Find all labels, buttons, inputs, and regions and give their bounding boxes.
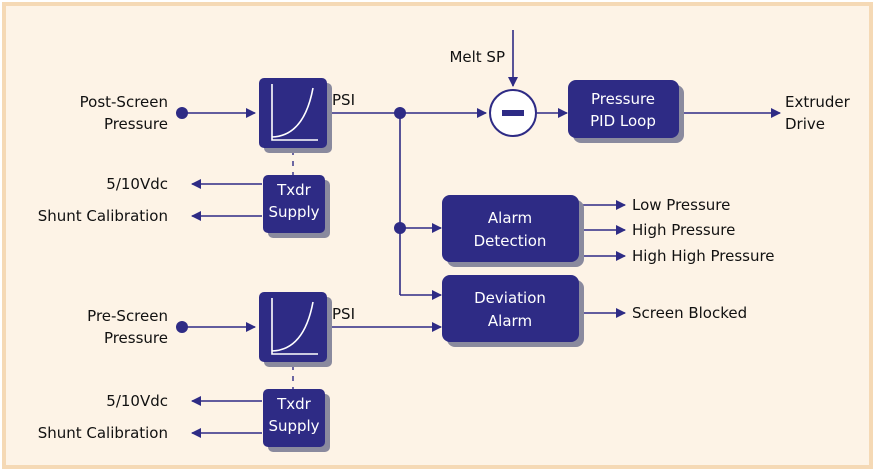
post-screen-label-1: Post-Screen bbox=[80, 93, 168, 111]
diagram-frame bbox=[2, 2, 873, 469]
deviation-label-2: Alarm bbox=[488, 312, 532, 330]
pid-label-2: PID Loop bbox=[590, 112, 656, 130]
post-screen-sensor-block bbox=[259, 78, 327, 148]
pre-screen-sensor-block bbox=[259, 292, 327, 362]
deviation-alarm-block: Deviation Alarm bbox=[442, 275, 579, 342]
alarm-label-2: Detection bbox=[474, 232, 547, 250]
low-pressure-label: Low Pressure bbox=[632, 196, 730, 214]
txdr-supply-top-block: Txdr Supply bbox=[263, 175, 325, 233]
pre-screen-label-1: Pre-Screen bbox=[87, 307, 168, 325]
deviation-label-1: Deviation bbox=[474, 289, 546, 307]
pre-screen-label-2: Pressure bbox=[104, 329, 168, 347]
high-high-pressure-label: High High Pressure bbox=[632, 247, 775, 265]
junction-dot-top bbox=[394, 107, 406, 119]
txdr-bottom-label-2: Supply bbox=[268, 417, 319, 435]
txdr-bottom-label-1: Txdr bbox=[276, 395, 312, 413]
melt-sp-label: Melt SP bbox=[449, 48, 505, 66]
sensor-curve-icon bbox=[271, 298, 318, 355]
pressure-pid-loop-block: Pressure PID Loop bbox=[568, 80, 679, 138]
alarm-detection-block: Alarm Detection bbox=[442, 195, 579, 262]
txdr-bottom-shunt-label: Shunt Calibration bbox=[38, 424, 168, 442]
summing-junction bbox=[489, 89, 537, 137]
post-screen-input-dot bbox=[176, 107, 188, 119]
sensor-curve-icon bbox=[271, 84, 318, 141]
minus-icon bbox=[502, 110, 524, 116]
extruder-drive-label-1: Extruder bbox=[785, 93, 851, 111]
txdr-top-shunt-label: Shunt Calibration bbox=[38, 207, 168, 225]
txdr-top-label-2: Supply bbox=[268, 203, 319, 221]
txdr-top-vdc-label: 5/10Vdc bbox=[106, 175, 168, 193]
junction-dot-mid bbox=[394, 222, 406, 234]
post-screen-label-2: Pressure bbox=[104, 115, 168, 133]
txdr-supply-bottom-block: Txdr Supply bbox=[263, 389, 325, 447]
psi-top-label: PSI bbox=[332, 91, 355, 109]
high-pressure-label: High Pressure bbox=[632, 221, 735, 239]
pid-label-1: Pressure bbox=[591, 90, 655, 108]
extruder-drive-label-2: Drive bbox=[785, 115, 825, 133]
txdr-top-label-1: Txdr bbox=[276, 181, 312, 199]
screen-blocked-label: Screen Blocked bbox=[632, 304, 747, 322]
psi-bottom-label: PSI bbox=[332, 305, 355, 323]
alarm-label-1: Alarm bbox=[488, 209, 532, 227]
txdr-bottom-vdc-label: 5/10Vdc bbox=[106, 392, 168, 410]
pre-screen-input-dot bbox=[176, 321, 188, 333]
